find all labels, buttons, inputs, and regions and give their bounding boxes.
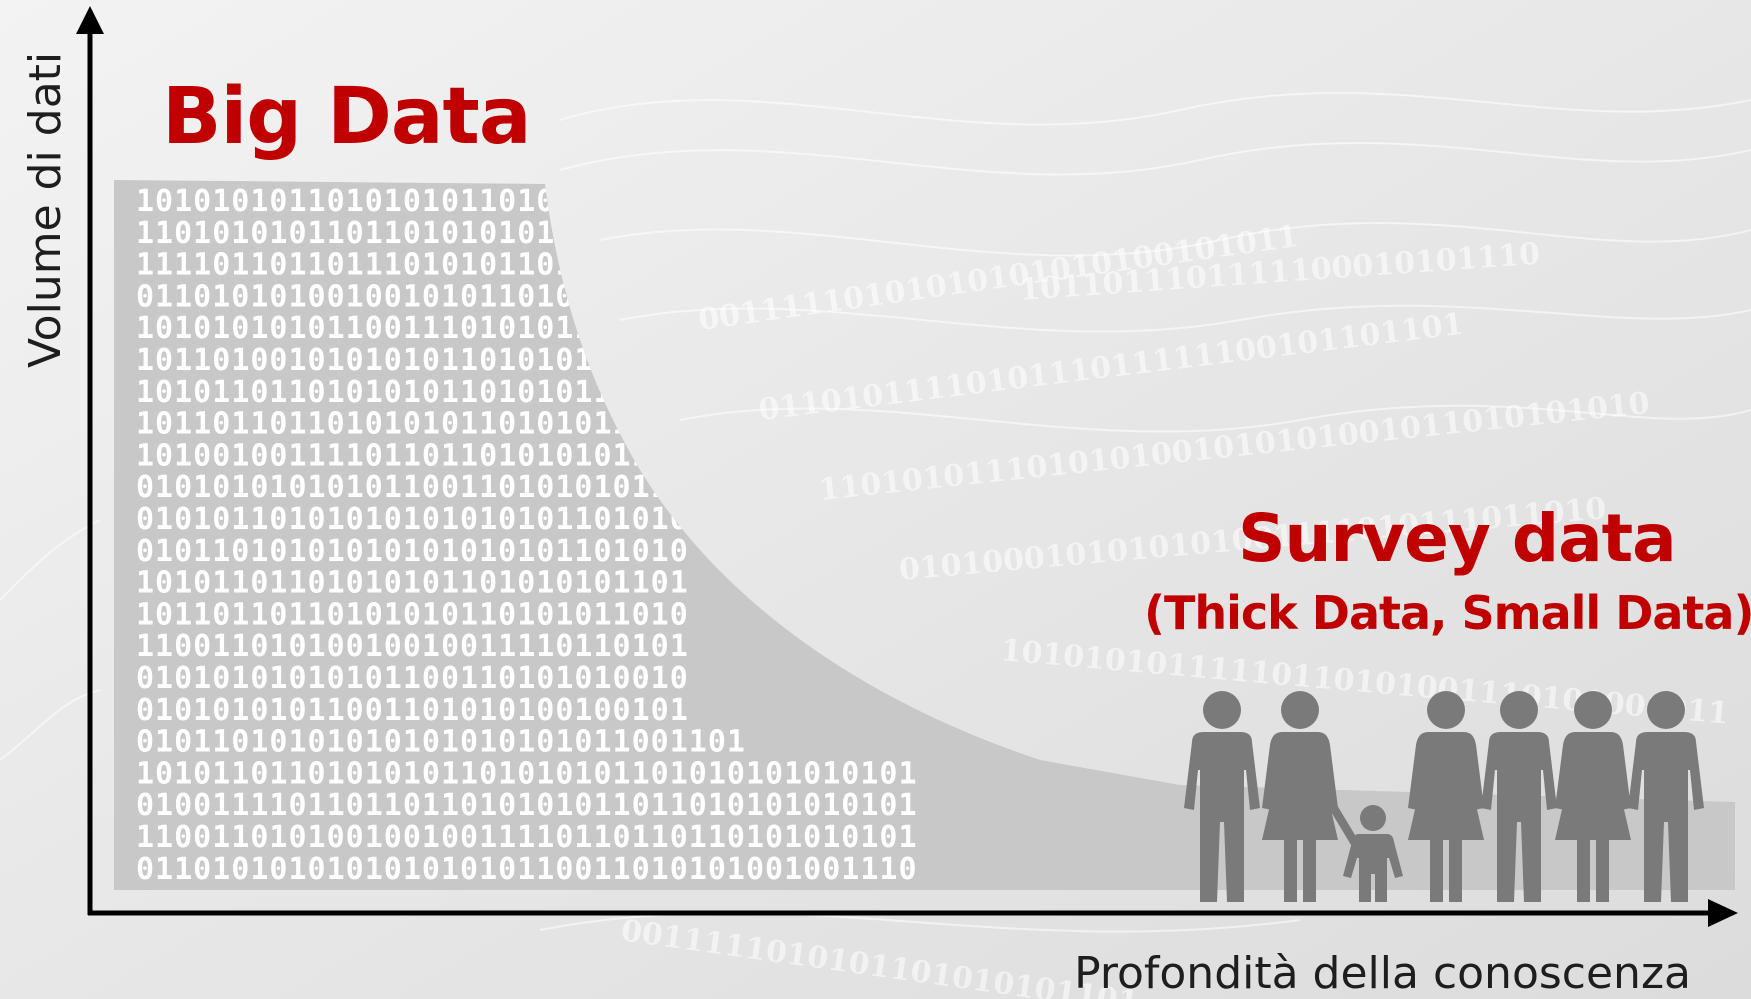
- y-axis-label: Volume di dati: [20, 51, 71, 368]
- binary-row: 01010101011001101010100100101: [136, 693, 689, 728]
- background-waves: [0, 92, 1751, 933]
- person-man-2-head: [1500, 691, 1538, 729]
- binary-row: 01011010101010101010101101010: [136, 534, 689, 569]
- binary-row: 0100111101101101101010101101101010101010…: [136, 788, 918, 823]
- big-data-title: Big Data: [162, 72, 531, 162]
- binary-row: 1010110110101010110101010110101010101010…: [136, 756, 918, 791]
- person-man-2-body: [1481, 732, 1557, 902]
- person-woman-1-body: [1262, 732, 1338, 902]
- person-woman-2-head: [1427, 691, 1465, 729]
- person-woman-3-head: [1574, 691, 1612, 729]
- binary-row: 10110110110101010110101011010: [136, 407, 689, 442]
- person-man-3-head: [1647, 691, 1685, 729]
- binary-row: 0110101010101010101011001101010100100111…: [136, 852, 918, 887]
- binary-row: 10110110110101010110101011010: [136, 597, 689, 632]
- binary-row: 11001101010010010011110110101: [136, 629, 689, 664]
- survey-data-title: Survey data: [1238, 500, 1677, 577]
- person-woman-2-body: [1408, 732, 1484, 902]
- binary-row: 1100110101001001001111011011011010101010…: [136, 820, 918, 855]
- person-woman-1-head: [1281, 691, 1319, 729]
- x-axis-label: Profondità della conoscenza: [1074, 948, 1691, 999]
- person-child-head: [1360, 805, 1386, 831]
- binary-row: 10100100111101101101010101101: [136, 438, 689, 473]
- binary-row: 01011010101010101010101011001101: [136, 725, 746, 760]
- held-hand-arm: [1327, 800, 1358, 845]
- x-axis-arrowhead: [1708, 899, 1738, 927]
- binary-row: 01010101010101100110101010110: [136, 470, 689, 505]
- y-axis-arrowhead: [76, 6, 104, 34]
- person-man-3-body: [1628, 732, 1704, 902]
- person-child-body: [1343, 834, 1403, 902]
- person-man-1-head: [1203, 691, 1241, 729]
- binary-row: 01010101010101100110101010010: [136, 661, 689, 696]
- big-data-area: [114, 180, 1735, 890]
- family-group-icon: [1184, 691, 1704, 902]
- person-woman-3-body: [1555, 732, 1631, 902]
- survey-data-subtitle: (Thick Data, Small Data): [1144, 586, 1751, 640]
- binary-row: 01010110101010101010101101010: [136, 502, 689, 537]
- person-man-1-body: [1184, 732, 1260, 902]
- binary-row: 10101101101010101101010101101: [136, 566, 689, 601]
- axes: [87, 24, 1718, 916]
